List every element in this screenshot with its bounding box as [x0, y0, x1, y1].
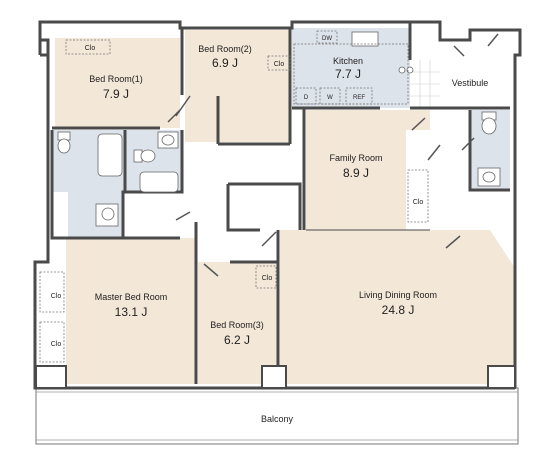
- vestibule-name: Vestibule: [452, 78, 489, 88]
- family-room-floor: [306, 110, 406, 230]
- living-dining-floor: [280, 230, 515, 384]
- balcony-label: Balcony: [261, 414, 294, 424]
- master-bed-room-area: 13.1 J: [115, 305, 148, 319]
- closet-bed3-label: Clo: [262, 275, 273, 282]
- bed-room-1-name: Bed Room(1): [89, 74, 143, 84]
- balcony: Balcony: [35, 387, 519, 445]
- family-room-floor-2: [390, 110, 430, 130]
- room-fills: [52, 28, 515, 384]
- family-room-area: 8.9 J: [343, 166, 369, 180]
- stove-icon: [398, 66, 406, 74]
- bed-room-2-floor: [185, 30, 290, 142]
- living-dining-area: 24.8 J: [382, 303, 415, 317]
- kitchen-name: Kitchen: [333, 56, 363, 66]
- bed-room-3-area: 6.2 J: [224, 333, 250, 347]
- closet-master-2-label: Clo: [51, 341, 62, 348]
- walls: [33, 20, 522, 390]
- bed-room-3-name: Bed Room(3): [210, 320, 264, 330]
- bathtub-center-icon: [139, 171, 179, 193]
- washer-label: W: [327, 95, 333, 101]
- master-bed-room-name: Master Bed Room: [95, 292, 168, 302]
- refrigerator-label: REF: [353, 95, 365, 101]
- bed-room-3-floor: [198, 262, 278, 384]
- kitchen-floor: [292, 28, 410, 108]
- bed-room-1-floor: [55, 38, 180, 128]
- bathtub-left-icon: [97, 133, 123, 177]
- closet-master-1-label: Clo: [51, 293, 62, 300]
- vestibule-floor: [410, 60, 510, 110]
- kitchen-area: 7.7 J: [335, 67, 361, 81]
- bed-room-1-area: 7.9 J: [103, 87, 129, 101]
- bed-room-2-area: 6.9 J: [212, 56, 238, 70]
- room-labels: Clo Bed Room(1) 7.9 J Bed Room(2) 6.9 J …: [51, 44, 489, 348]
- fixtures: [57, 31, 501, 227]
- appliances: DW D W REF: [295, 30, 373, 105]
- master-bed-room-floor: [66, 238, 196, 384]
- vestibule-tiles: [410, 60, 440, 108]
- bed-room-2-name: Bed Room(2): [198, 44, 252, 54]
- closet-bed1-label: Clo: [85, 45, 96, 52]
- kitchen-sink-icon: [351, 31, 379, 47]
- dryer-label: D: [304, 95, 309, 101]
- closets: [39, 39, 429, 363]
- dishwasher-label: DW: [322, 36, 332, 42]
- family-room-name: Family Room: [329, 153, 382, 163]
- closet-family-label: Clo: [413, 199, 424, 206]
- living-dining-name: Living Dining Room: [359, 290, 437, 300]
- closet-bed2-label: Clo: [274, 61, 285, 68]
- doors: [167, 33, 499, 277]
